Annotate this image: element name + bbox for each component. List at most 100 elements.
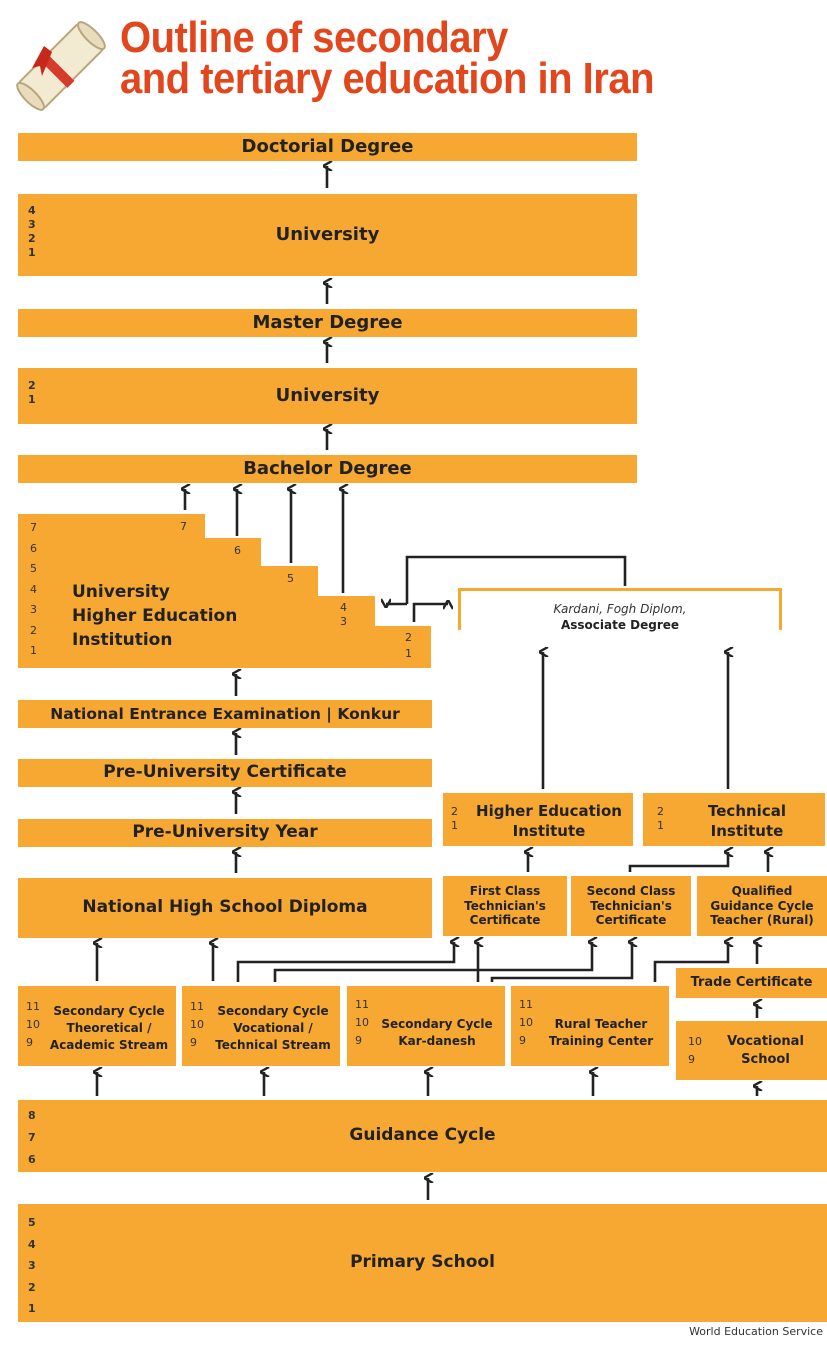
associate-degree-bracket: Kardani, Fogh Diplom, Associate Degree [458, 588, 782, 632]
sec-kardanesh-line-1: Secondary Cycle [381, 1017, 493, 1031]
year-label: 10 [519, 1016, 533, 1029]
higher-education-institute-box: 2 1 Higher Education Institute [443, 793, 633, 846]
year-label: 9 [355, 1034, 362, 1047]
primary-school-years: 5 4 3 2 1 [28, 1212, 36, 1320]
page-title: Outline of secondary and tertiary educat… [120, 16, 655, 103]
year-label: 5 [30, 562, 37, 575]
year-label: 2 [657, 805, 664, 818]
year-label: 7 [28, 1131, 36, 1144]
rural-teacher-label: Rural Teacher Training Center [533, 1016, 669, 1050]
primary-school-label: Primary School [350, 1252, 495, 1273]
year-label: 2 [30, 623, 37, 637]
hei-institute-years: 2 1 [451, 805, 458, 833]
primary-school-box: 5 4 3 2 1 Primary School [18, 1204, 827, 1322]
sec-kardanesh-line-2: Kar-danesh [398, 1034, 476, 1048]
year-label: 1 [30, 644, 37, 657]
tech-institute-label: Technical Institute [669, 801, 825, 841]
sec-theoretical-line-2: Theoretical / [66, 1021, 152, 1035]
year-label: 10 [190, 1018, 204, 1031]
uni-hei-line-1: University [72, 582, 170, 602]
year-label: 10 [688, 1035, 702, 1048]
step-label-4: 4 [340, 601, 347, 614]
title-line-2: and tertiary education in Iran [120, 54, 655, 103]
uni-hei-label: University Higher Education Institution [72, 580, 237, 652]
university-doctoral-box: 4 3 2 1 University [18, 194, 637, 276]
qualified-line-3: Teacher (Rural) [710, 913, 814, 928]
pre-university-year-label: Pre-University Year [132, 822, 318, 843]
year-label: 2 [28, 232, 36, 245]
pre-university-year-box: Pre-University Year [18, 819, 432, 847]
uni-hei-line-2: Higher Education [72, 606, 238, 626]
year-label: 1 [451, 819, 458, 832]
year-label: 3 [30, 603, 37, 616]
second-class-line-1: Second Class [586, 884, 676, 899]
year-label: 11 [26, 1000, 40, 1013]
secondary-kardanesh-box: 11 10 9 Secondary Cycle Kar-danesh [347, 986, 505, 1066]
doctorial-degree-box: Doctorial Degree [18, 133, 637, 161]
sec-vocational-years: 11 10 9 [190, 998, 204, 1052]
bachelor-degree-box: Bachelor Degree [18, 455, 637, 483]
second-class-line-3: Certificate [595, 913, 667, 928]
rural-teacher-line-2: Training Center [548, 1034, 654, 1048]
second-class-line-2: Technician's [590, 898, 672, 913]
year-label: 8 [28, 1109, 36, 1122]
year-label: 2 [451, 805, 458, 818]
sec-theoretical-label: Secondary Cycle Theoretical / Academic S… [42, 1003, 176, 1054]
qualified-line-2: Guidance Cycle [710, 898, 814, 913]
year-label: 1 [28, 1302, 36, 1315]
year-label: 2 [28, 1280, 36, 1294]
university-doctoral-years: 4 3 2 1 [28, 204, 36, 260]
vocational-school-line-1: Vocational [727, 1034, 804, 1049]
year-label: 5 [28, 1216, 36, 1229]
sec-theoretical-years: 11 10 9 [26, 998, 40, 1052]
year-label: 4 [30, 582, 37, 596]
tech-institute-years: 2 1 [657, 805, 664, 833]
year-label: 11 [190, 1000, 204, 1013]
associate-line-2: Associate Degree [560, 618, 680, 632]
sec-vocational-line-1: Secondary Cycle [217, 1004, 329, 1018]
step-label-3: 3 [340, 615, 347, 628]
year-label: 4 [28, 204, 36, 217]
guidance-cycle-label: Guidance Cycle [349, 1125, 496, 1146]
vocational-school-line-2: School [741, 1052, 790, 1067]
year-label: 6 [30, 541, 37, 555]
rural-teacher-training-box: 11 10 9 Rural Teacher Training Center [511, 986, 669, 1066]
associate-line-1: Kardani, Fogh Diplom, [553, 602, 687, 616]
sec-theoretical-line-1: Secondary Cycle [53, 1004, 165, 1018]
konkur-box: National Entrance Examination | Konkur [18, 700, 432, 728]
source-credit: World Education Service [689, 1325, 823, 1338]
uni-hei-line-3: Institution [72, 630, 173, 650]
national-high-school-diploma-label: National High School Diploma [82, 897, 368, 918]
year-label: 9 [688, 1053, 695, 1066]
hei-institute-line-2: Institute [512, 822, 586, 840]
vocational-school-years: 10 9 [688, 1033, 702, 1069]
step-label-2: 2 [405, 631, 412, 644]
sec-vocational-line-3: Technical Stream [215, 1038, 331, 1052]
year-label: 1 [657, 819, 664, 832]
year-label: 1 [28, 246, 36, 259]
step-label-5: 5 [287, 572, 294, 585]
vocational-school-box: 10 9 Vocational School [676, 1021, 827, 1080]
rural-teacher-years: 11 10 9 [519, 996, 533, 1050]
guidance-cycle-box: 8 7 6 Guidance Cycle [18, 1100, 827, 1172]
university-master-box: 2 1 University [18, 368, 637, 424]
hei-institute-label: Higher Education Institute [465, 801, 633, 841]
year-label: 4 [28, 1237, 36, 1251]
master-degree-label: Master Degree [252, 311, 403, 333]
first-class-line-3: Certificate [469, 913, 541, 928]
bachelor-degree-label: Bachelor Degree [243, 457, 412, 479]
master-degree-box: Master Degree [18, 309, 637, 337]
technical-institute-box: 2 1 Technical Institute [643, 793, 825, 846]
first-class-technician-box: First Class Technician's Certificate [443, 876, 567, 936]
qualified-line-1: Qualified [731, 884, 793, 899]
secondary-theoretical-box: 11 10 9 Secondary Cycle Theoretical / Ac… [18, 986, 176, 1066]
secondary-vocational-box: 11 10 9 Secondary Cycle Vocational / Tec… [182, 986, 340, 1066]
year-label: 1 [28, 393, 36, 406]
year-label: 9 [190, 1036, 197, 1049]
year-label: 11 [519, 998, 533, 1011]
year-label: 2 [28, 379, 36, 392]
year-label: 6 [28, 1153, 36, 1166]
year-label: 10 [355, 1016, 369, 1029]
sec-theoretical-line-3: Academic Stream [49, 1038, 169, 1052]
first-class-line-2: Technician's [464, 898, 546, 913]
